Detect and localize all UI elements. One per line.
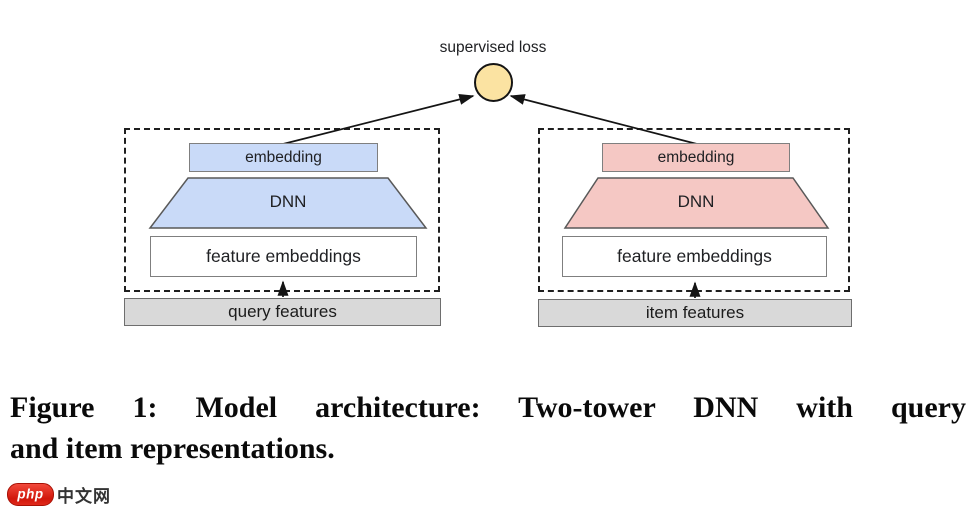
supervised-loss-label: supervised loss (439, 39, 547, 56)
watermark-site-text: 中文网 (57, 487, 111, 506)
item-embedding-box: embedding (602, 143, 790, 172)
item-features-bar: item features (538, 299, 852, 327)
query-embedding-box: embedding (189, 143, 378, 172)
figure-caption-line2: and item representations. (10, 432, 335, 465)
figure-caption-line1: Figure 1: Model architecture: Two-tower … (10, 391, 966, 424)
php-cn-watermark: php 中文网 (7, 482, 111, 507)
query-to-loss-arrow (282, 94, 475, 145)
item-feature-embeddings-box: feature embeddings (562, 236, 827, 277)
item-to-loss-arrow (509, 94, 698, 145)
query-dnn-trapezoid (148, 177, 428, 229)
php-logo-text: php (17, 486, 44, 502)
item-dnn-label: DNN (677, 192, 715, 211)
item-dnn-trapezoid (563, 177, 830, 229)
supervised-loss-node (474, 63, 513, 102)
query-dnn-label: DNN (269, 192, 307, 211)
figure-caption: Figure 1: Model architecture: Two-tower … (10, 387, 966, 469)
query-feature-embeddings-box: feature embeddings (150, 236, 417, 277)
query-features-bar: query features (124, 298, 441, 326)
php-logo: php (7, 483, 54, 506)
